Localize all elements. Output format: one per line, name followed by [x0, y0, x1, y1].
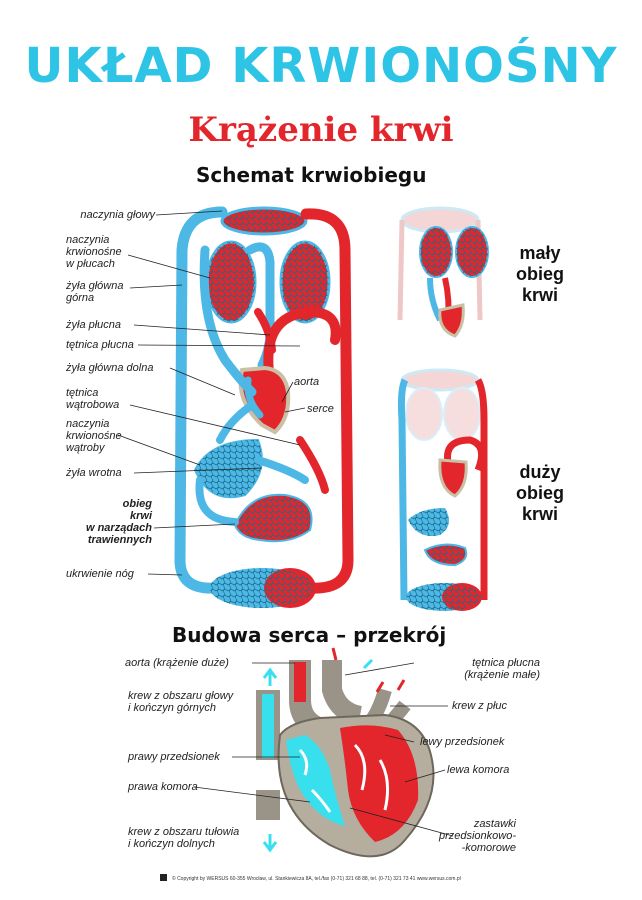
small-circulation-diagram [397, 206, 489, 338]
label-pulmonary-circulation: mały obieg krwi [516, 243, 564, 305]
label-leg-blood-supply: ukrwienie nóg [66, 568, 134, 580]
label-blood-from-lungs: krew z płuc [452, 700, 508, 712]
label-pulmonary-vein: żyła płucna [66, 319, 122, 331]
arrow-top-red-1 [331, 647, 338, 661]
schema-heading: Schemat krwiobiegu [196, 163, 427, 187]
label-portal-vein: żyła wrotna [66, 467, 122, 479]
label-heart-pulmonary-artery: tętnica płucna (krążenie małe) [464, 657, 540, 681]
label-hepatic-artery: tętnica wątrobowa [66, 387, 120, 411]
label-blood-from-head: krew z obszaru głowy i kończyn górnych [128, 690, 234, 714]
aorta-arch [263, 306, 341, 385]
label-digestive-circulation: obieg krwi w narządach trawiennych [85, 498, 152, 546]
page-title: UKŁAD KRWIONOŚNY [24, 38, 618, 94]
footer-copyright: © Copyright by WERSUS 60-355 Wrocław, ul… [172, 876, 461, 882]
label-av-valves: zastawki przedsionkowo- -komorowe [438, 818, 516, 854]
label-liver-vessels: naczynia krwionośne wątroby [66, 418, 122, 454]
outer-vein-loop [174, 206, 228, 594]
label-aorta: aorta [294, 376, 320, 388]
label-left-atrium: lewy przedsionek [420, 736, 505, 748]
large-circulation-diagram [397, 368, 488, 611]
label-heart-aorta: aorta (krążenie duże) [125, 657, 229, 669]
label-heart: serce [307, 403, 334, 415]
label-pulmonary-artery: tętnica płucna [66, 339, 134, 351]
label-pointers [117, 210, 306, 576]
page-subtitle: Krążenie krwi [188, 110, 454, 150]
heart-cross-section [256, 647, 435, 858]
label-right-atrium: prawy przedsionek [128, 751, 220, 763]
label-blood-from-torso: krew z obszaru tułowia i kończyn dolnych [128, 826, 240, 850]
label-lung-vessels: naczynia krwionośne w płucach [66, 234, 122, 270]
label-systemic-circulation: duży obieg krwi [516, 462, 564, 524]
label-inferior-vena-cava: żyła główna dolna [66, 362, 154, 374]
arrow-top-blue [362, 658, 374, 670]
outer-artery-loop [300, 208, 354, 594]
label-left-ventricle: lewa komora [447, 764, 510, 776]
logo-square [160, 874, 167, 881]
heart-small [238, 365, 291, 435]
label-superior-vena-cava: żyła główna górna [66, 280, 124, 304]
circulation-diagram [174, 206, 354, 608]
label-right-ventricle: prawa komora [128, 781, 198, 793]
heart-heading: Budowa serca – przekrój [172, 623, 447, 647]
label-head-vessels: naczynia głowy [80, 209, 155, 221]
heart-label-pointers [193, 662, 454, 837]
